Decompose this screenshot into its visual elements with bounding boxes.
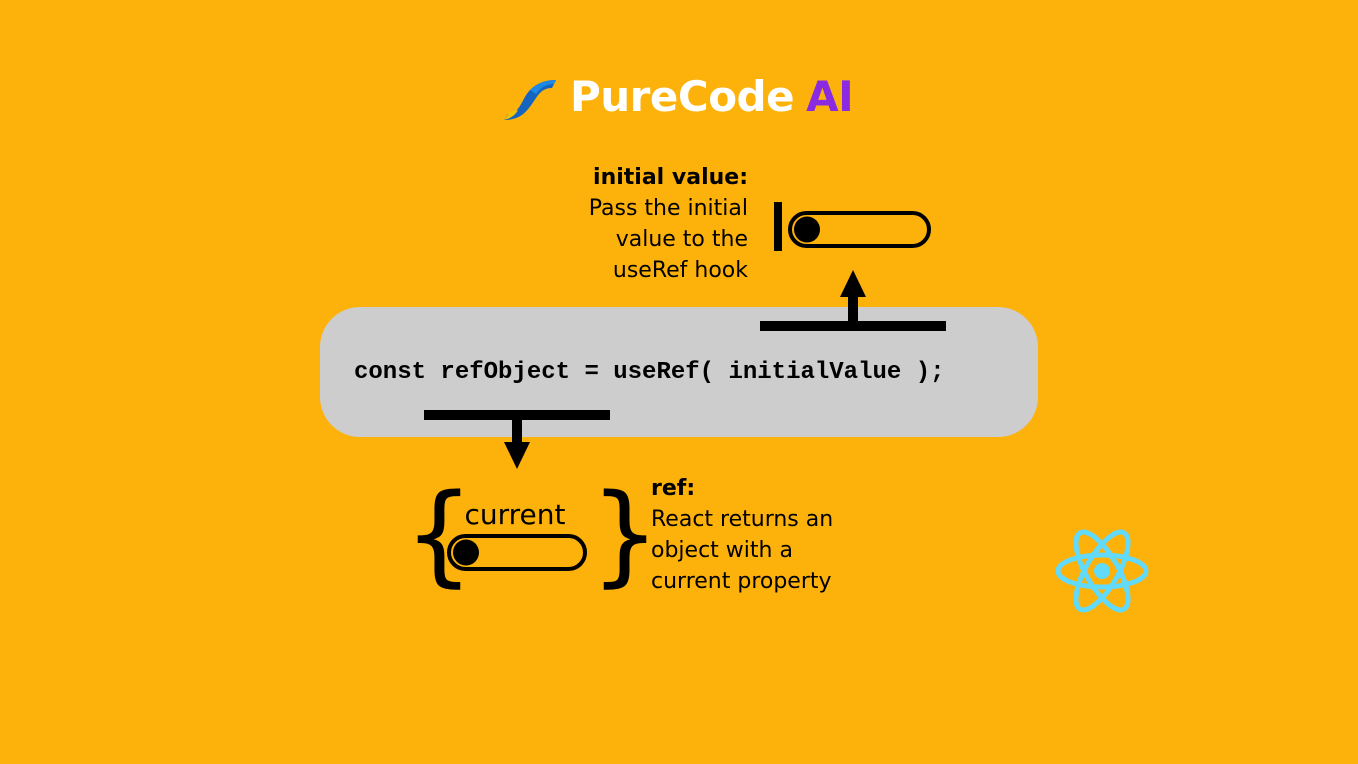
slot-knob bbox=[794, 216, 820, 243]
initial-value-heading: initial value: bbox=[593, 165, 748, 190]
ref-heading: ref: bbox=[651, 476, 696, 501]
current-slot-track bbox=[447, 534, 587, 571]
initial-value-line: Pass the initial bbox=[588, 196, 748, 221]
ref-line: object with a bbox=[651, 538, 793, 563]
ref-brace-close: } bbox=[590, 470, 660, 598]
react-nucleus bbox=[1094, 563, 1110, 579]
brand-name-suffix: AI bbox=[806, 71, 854, 121]
initial-value-arrow-head bbox=[840, 270, 866, 297]
brand-name-main: PureCode bbox=[570, 71, 795, 121]
react-orbit bbox=[1073, 529, 1131, 613]
slot-track bbox=[788, 211, 931, 248]
current-slot-knob bbox=[453, 539, 479, 566]
initial-value-line: useRef hook bbox=[612, 258, 748, 283]
ref-brace-open: { bbox=[404, 470, 474, 598]
code-statement: const refObject = useRef( initialValue )… bbox=[354, 359, 945, 386]
initial-value-note: initial value: Pass the initial value to… bbox=[589, 162, 748, 286]
value-slot-icon bbox=[774, 202, 931, 251]
react-logo-icon bbox=[1055, 529, 1149, 613]
slot-end-marker bbox=[774, 202, 782, 251]
current-property-label: current bbox=[464, 498, 566, 531]
react-orbit bbox=[1073, 529, 1131, 613]
purecode-logo-icon bbox=[504, 80, 556, 120]
value-slot-icon bbox=[447, 534, 587, 571]
initial-value-line: value to the bbox=[615, 227, 748, 252]
ref-arrow-head bbox=[504, 442, 530, 469]
ref-note: ref: React returns an object with a curr… bbox=[651, 473, 833, 597]
react-orbit bbox=[1055, 552, 1149, 590]
ref-line: current property bbox=[651, 569, 832, 594]
ref-line: React returns an bbox=[651, 507, 834, 532]
